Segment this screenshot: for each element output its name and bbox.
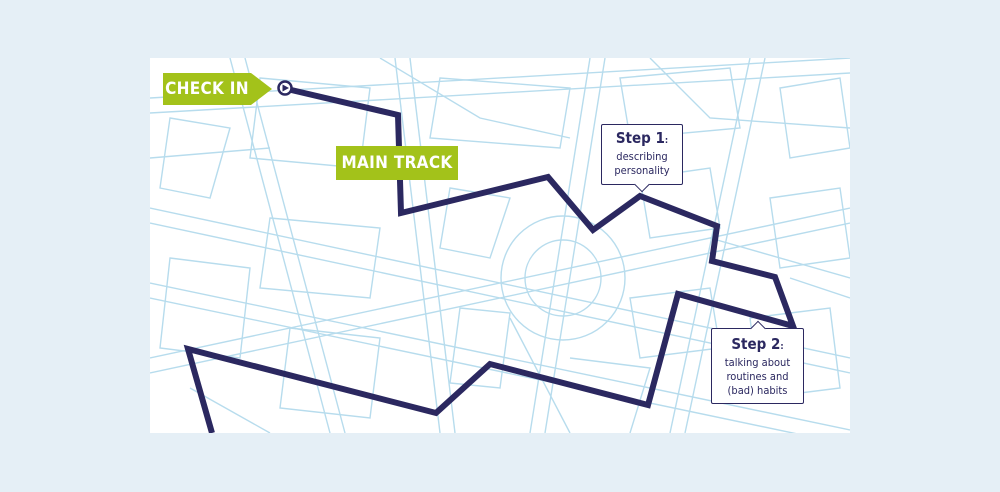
main-track-route	[183, 86, 798, 433]
step-2-line-3: (bad) habits	[727, 384, 788, 397]
step-2-title: Step 2	[731, 335, 781, 353]
step-1-callout: Step 1: describing personality	[601, 124, 683, 193]
map-panel: CHECK IN MAIN TRACK Step 1: describing p…	[150, 58, 850, 433]
step-2-colon: :	[780, 342, 784, 352]
play-circle-icon	[277, 80, 293, 96]
main-track-text: MAIN TRACK	[341, 153, 453, 173]
main-track-label: MAIN TRACK	[336, 146, 458, 180]
check-in-text: CHECK IN	[165, 79, 249, 99]
step-1-title: Step 1	[615, 129, 665, 147]
step-1-colon: :	[664, 136, 669, 146]
street-lines	[150, 58, 850, 433]
step-2-callout: Step 2: talking about routines and (bad)…	[711, 320, 804, 404]
step-2-line-2: routines and	[726, 370, 789, 383]
step-1-line-1: describing	[616, 150, 668, 163]
step-1-line-2: personality	[614, 164, 670, 177]
check-in-label: CHECK IN	[163, 73, 272, 105]
step-2-line-1: talking about	[724, 356, 791, 369]
street-map	[150, 58, 850, 433]
check-in-arrow	[251, 73, 272, 105]
